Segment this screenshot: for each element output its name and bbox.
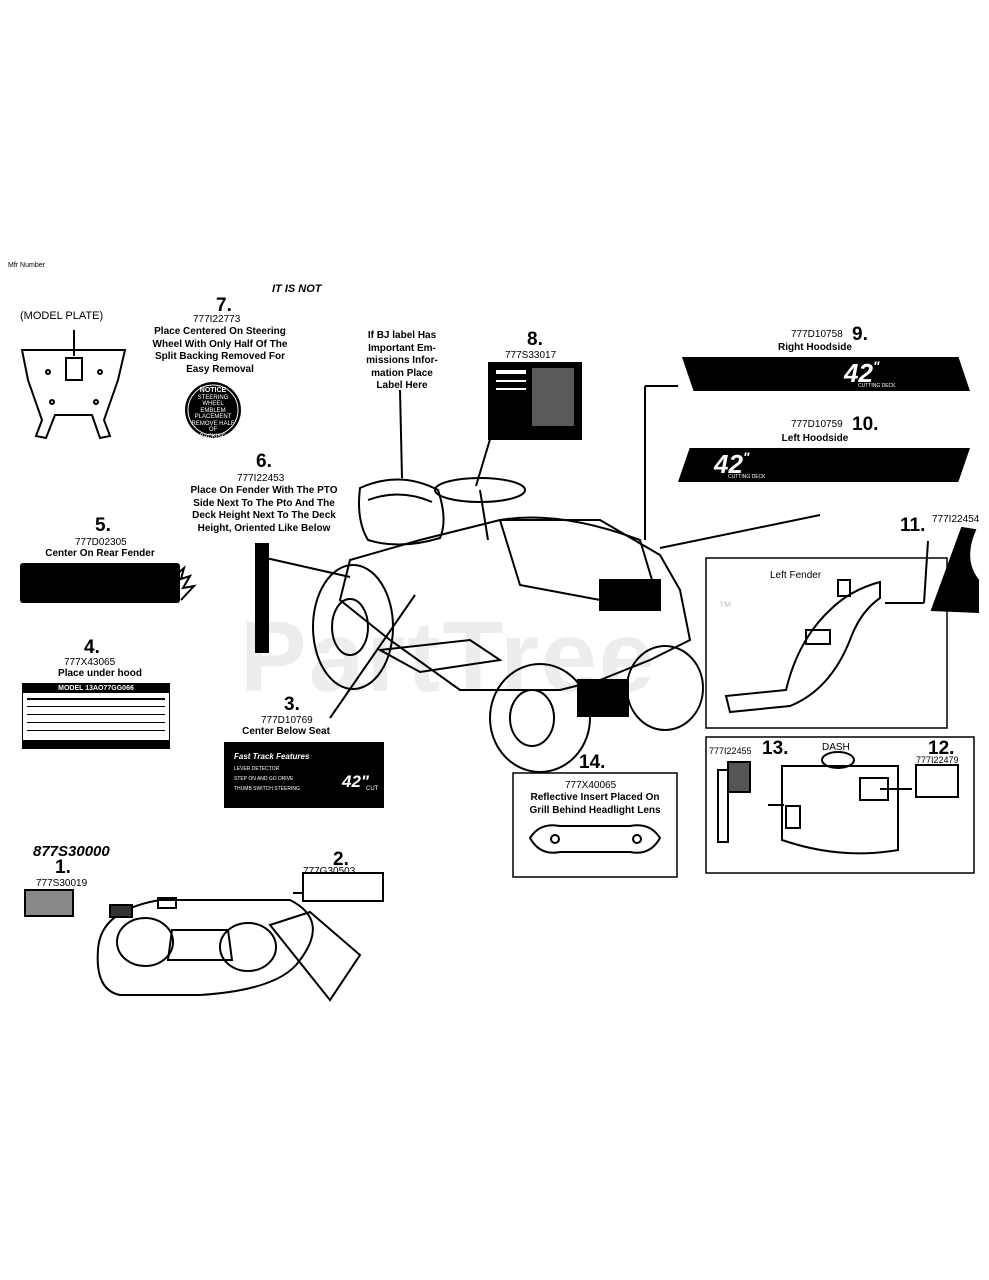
item-10-number: 10. [852, 414, 879, 435]
item-2-part: 777G30503 [303, 866, 356, 877]
item-9-decal: 42" CUTTING DECK [682, 357, 970, 391]
item-7-number: 7. [216, 295, 232, 316]
dash-label: DASH [822, 742, 850, 753]
item-3-number: 3. [284, 694, 300, 715]
item-8-decal [488, 362, 582, 440]
item-9-desc: Right Hoodside [778, 342, 852, 353]
item-9-number: 9. [852, 324, 868, 345]
item-12-part: 777I22479 [916, 755, 959, 765]
item-14-desc: Reflective Insert Placed On Grill Behind… [529, 792, 661, 816]
mfr-number-label: Mfr Number [8, 262, 45, 269]
item-11-part: 777I22454 [932, 514, 980, 525]
item-10-part: 777D10759 [791, 419, 843, 430]
fast-track-decal: Fast Track Features LEVER DETECTOR STEP … [224, 742, 384, 808]
item-11-number: 11. [900, 515, 926, 536]
item-9-part: 777D10758 [791, 329, 843, 340]
item-6-desc: Place On Fender With The PTO Side Next T… [190, 485, 338, 534]
item-7-part: 777I22773 [193, 314, 241, 325]
item-13-part: 777I22455 [709, 746, 752, 756]
item-6-part: 777I22453 [237, 473, 285, 484]
item-1-number: 1. [55, 857, 71, 878]
item-2-number: 2. [333, 849, 349, 870]
model-label: MODEL 13AO77GG066 [22, 683, 170, 749]
item-12-number: 12. [928, 738, 955, 759]
item-13-number: 13. [762, 738, 789, 759]
item-4-number: 4. [84, 637, 100, 658]
item-5-number: 5. [95, 515, 111, 536]
item-10-desc: Left Hoodside [781, 433, 849, 444]
item-10-decal: 42" CUTTING DECK [678, 448, 970, 482]
item-5-desc: Center On Rear Fender [45, 548, 155, 559]
item-4-part: 777X43065 [64, 657, 116, 668]
item-5-decal [20, 563, 180, 603]
item-5-part: 777D02305 [75, 537, 127, 548]
item-14-part: 777X40065 [565, 780, 617, 791]
watermark-tm: ™ [718, 598, 732, 614]
emissions-note: If BJ label Has Important Em- missions I… [366, 330, 438, 391]
deck-kit-number: 877S30000 [33, 843, 110, 860]
left-fender-label: Left Fender [770, 570, 822, 581]
model-plate-label: (MODEL PLATE) [20, 310, 104, 322]
item-7-desc: Place Centered On Steering Wheel With On… [152, 326, 288, 375]
item-1-part: 777S30019 [36, 878, 88, 889]
item-8-part: 777S33017 [505, 350, 557, 361]
item-3-part: 777D10769 [261, 715, 313, 726]
notice-emblem: NOTICE STEERING WHEEL EMBLEM PLACEMENT R… [191, 387, 235, 485]
header-note: IT IS NOT [272, 283, 322, 295]
item-4-desc: Place under hood [58, 668, 142, 679]
item-14-number: 14. [579, 752, 606, 773]
item-3-desc: Center Below Seat [242, 726, 330, 737]
item-6-number: 6. [256, 451, 272, 472]
item-8-number: 8. [527, 329, 543, 350]
